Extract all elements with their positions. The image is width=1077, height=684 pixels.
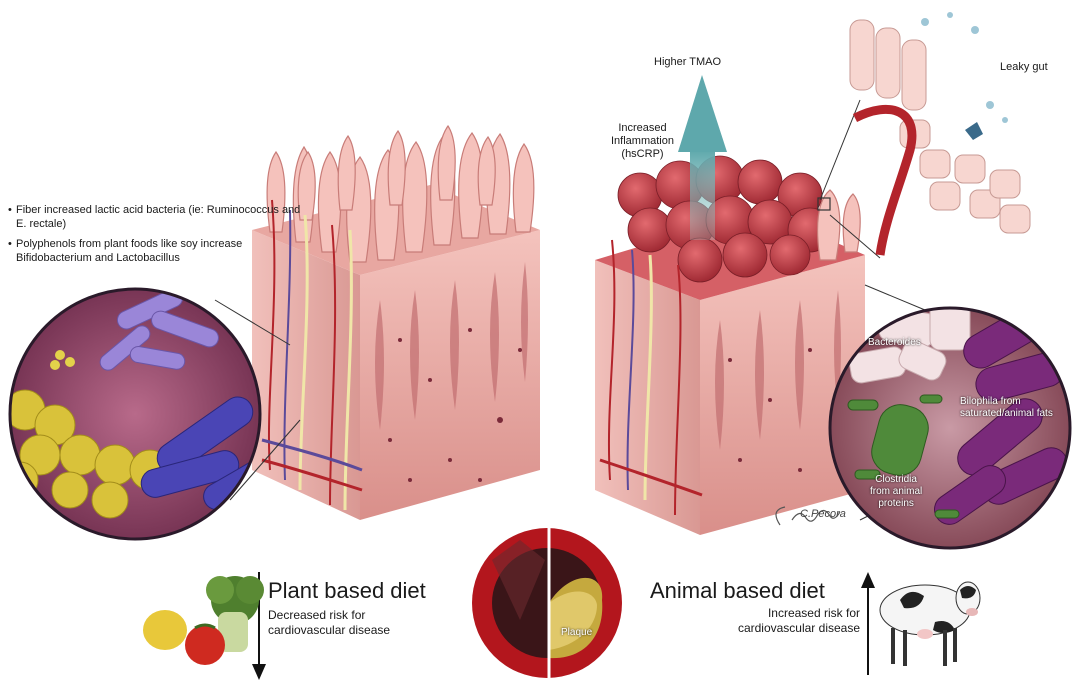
- bullet-polyphenols: Polyphenols from plant foods like soy in…: [8, 237, 308, 265]
- clostridia-line-3: proteins: [870, 498, 922, 510]
- vegetables-icon: [143, 576, 264, 665]
- healthy-intestinal-tissue: [252, 126, 540, 520]
- animal-risk-line-1: Increased risk for: [700, 606, 860, 621]
- clostridia-line-1: Clostridia: [870, 474, 922, 486]
- bullet-fiber: Fiber increased lactic acid bacteria (ie…: [8, 203, 308, 231]
- plant-diet-title: Plant based diet: [268, 578, 426, 604]
- leaky-gut-label: Leaky gut: [1000, 61, 1048, 74]
- bilophila-line-2: saturated/animal fats: [960, 408, 1053, 420]
- bilophila-label: Bilophila from saturated/animal fats: [960, 396, 1053, 420]
- inflammation-line-2: Inflammation: [605, 135, 680, 148]
- tmao-label: Higher TMAO: [654, 56, 721, 69]
- plant-risk-line-1: Decreased risk for: [268, 608, 390, 623]
- plant-risk-line-2: cardiovascular disease: [268, 623, 390, 638]
- bacteroides-label: Bacteroides: [868, 337, 921, 349]
- artery-cross-section: [469, 525, 625, 681]
- bilophila-line-1: Bilophila from: [960, 396, 1053, 408]
- inflamed-intestinal-tissue: [595, 156, 865, 535]
- artist-signature: C.Pecora: [800, 508, 846, 520]
- clostridia-label: Clostridia from animal proteins: [870, 474, 922, 510]
- animal-risk-line-2: cardiovascular disease: [700, 621, 860, 636]
- inflammation-label: Increased Inflammation (hsCRP): [605, 122, 680, 161]
- plant-benefits-list: Fiber increased lactic acid bacteria (ie…: [8, 203, 308, 271]
- animal-diet-title: Animal based diet: [650, 578, 825, 604]
- inflammation-line-1: Increased: [605, 122, 680, 135]
- cow-icon: [880, 582, 980, 666]
- plaque-label: Plaque: [561, 627, 592, 639]
- plant-microbiome-lens: [2, 286, 300, 539]
- inflammation-line-3: (hsCRP): [605, 148, 680, 161]
- plant-risk-text: Decreased risk for cardiovascular diseas…: [268, 608, 390, 638]
- animal-risk-text: Increased risk for cardiovascular diseas…: [700, 606, 860, 636]
- clostridia-line-2: from animal: [870, 486, 922, 498]
- increase-arrow-icon: [861, 572, 875, 675]
